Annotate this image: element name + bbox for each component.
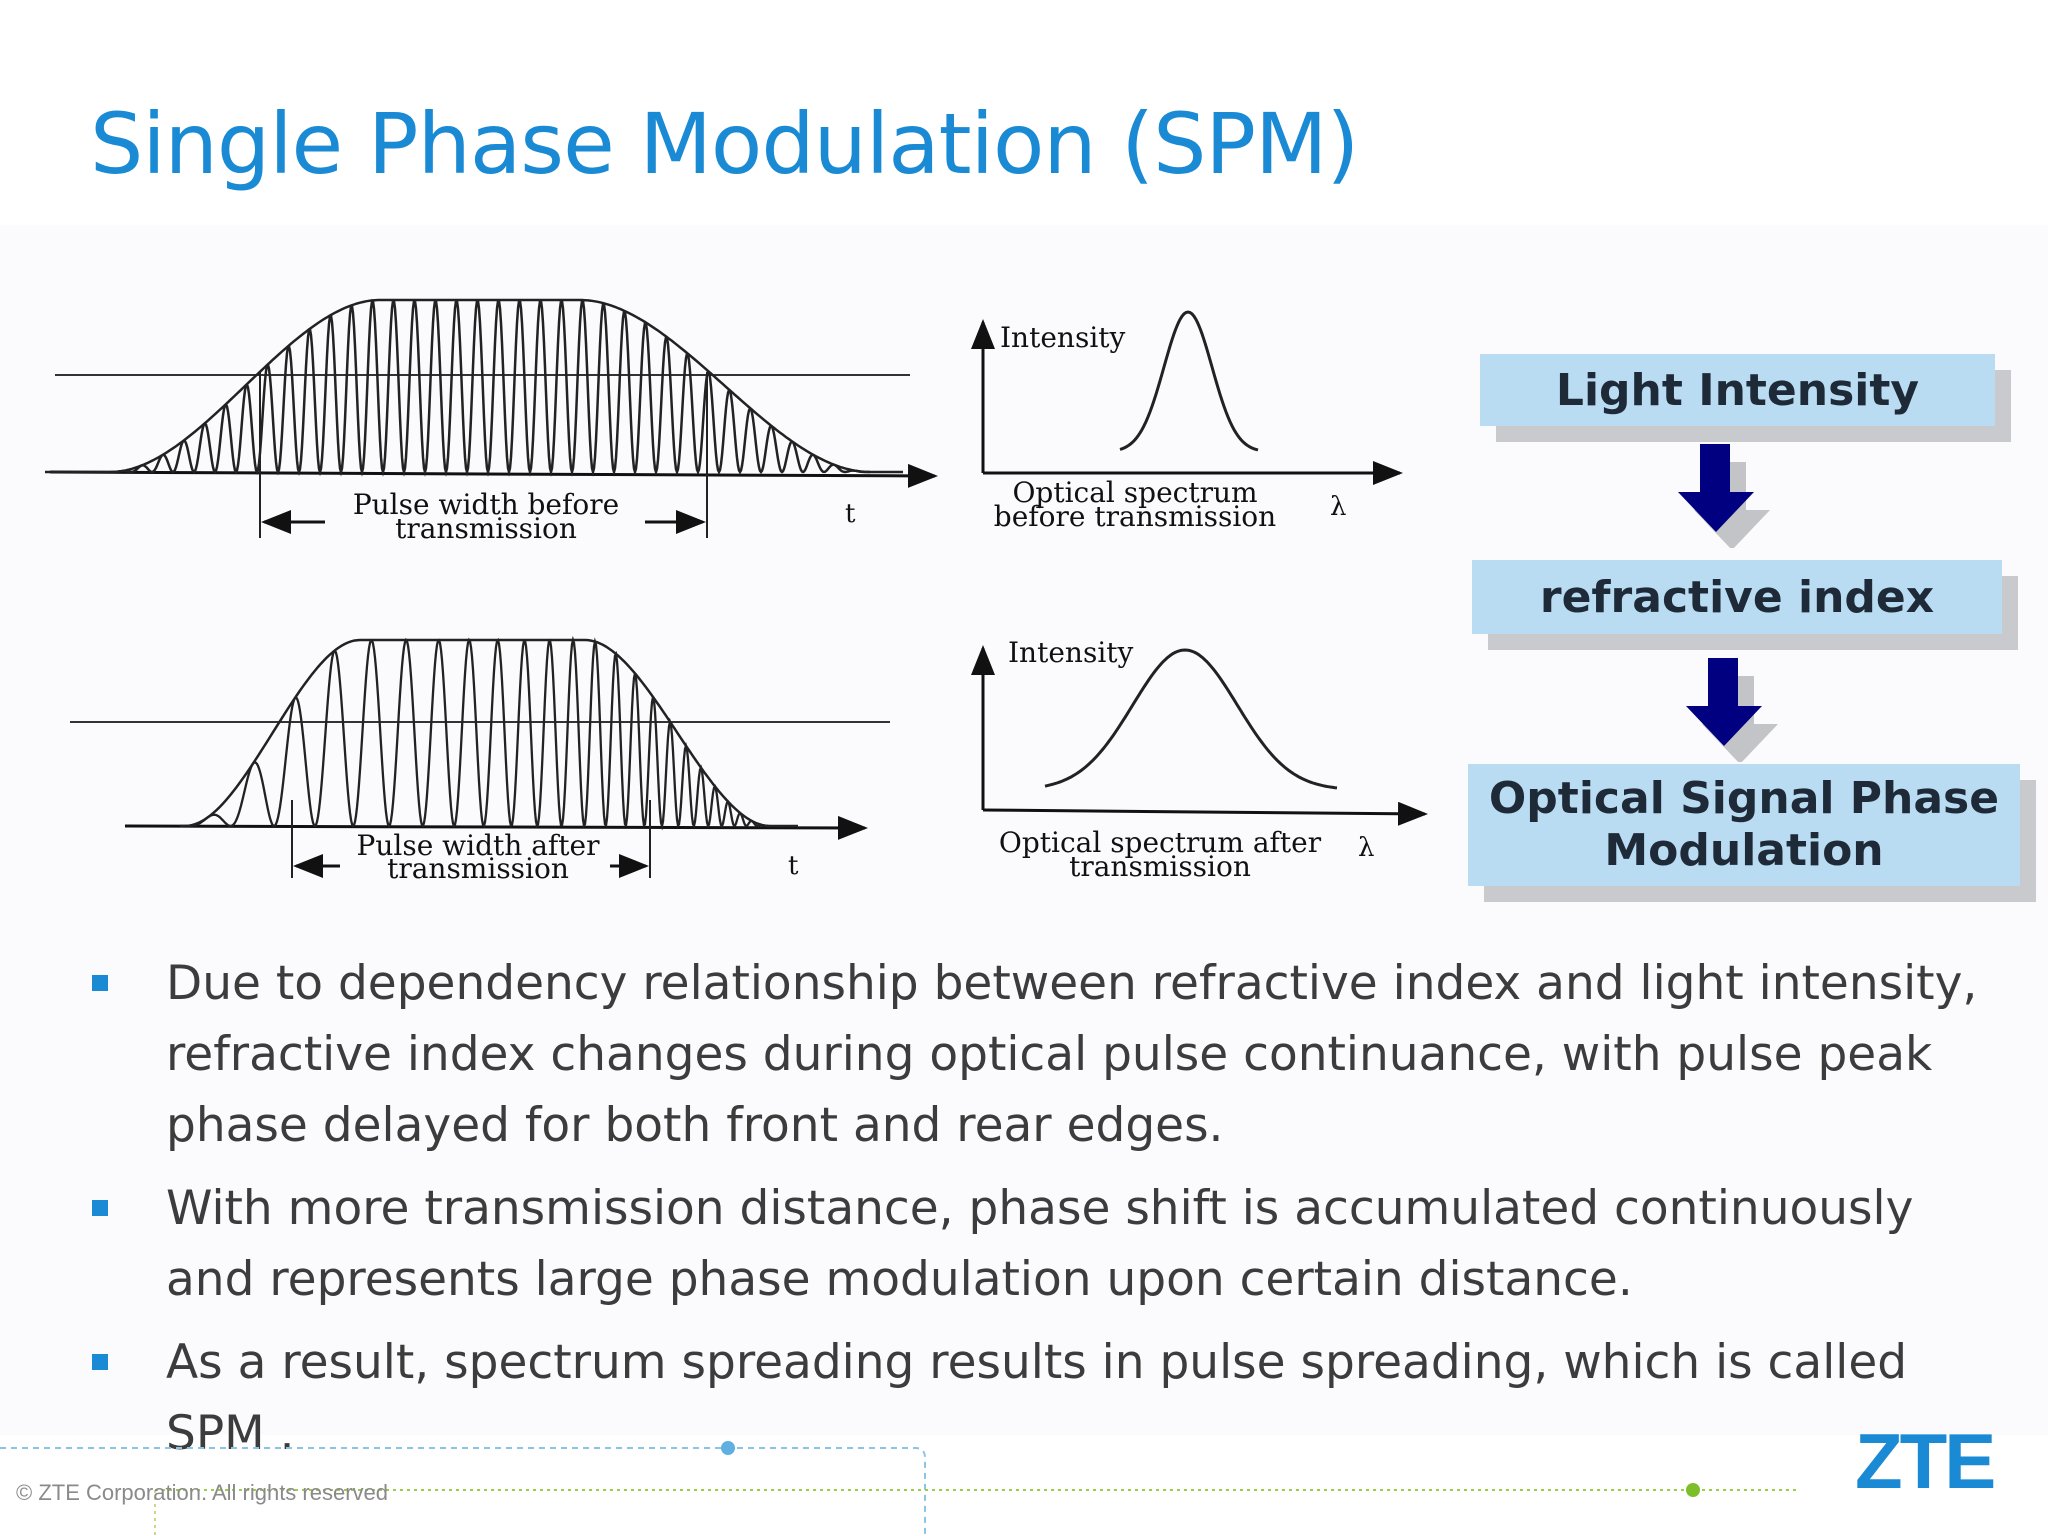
pulse-before-label-line1: Pulse width before [353, 488, 619, 521]
spectrum-before-plot: Intensity Optical spectrum before transm… [971, 310, 1403, 533]
bullet-text: Due to dependency relationship between r… [166, 956, 1978, 1153]
footer-decoration [0, 1441, 1800, 1536]
zte-logo: ZTE [1855, 1417, 1996, 1505]
spectrum-before-label-line2: before transmission [994, 500, 1276, 533]
down-arrow-icon [1686, 658, 1778, 762]
pulse-before-carrier-wave [110, 299, 870, 477]
spectrum-after-curve [1044, 648, 1338, 790]
bullet-list: Due to dependency relationship between r… [90, 948, 1990, 1481]
pulse-before-label-line2: transmission [395, 512, 577, 545]
pulse-after-time-axis [124, 815, 868, 840]
spectrum-before-curve [1119, 310, 1259, 452]
flow-box-line1: Optical Signal Phase [1488, 773, 2000, 824]
spectrum-after-x-axis [982, 801, 1428, 826]
pulse-after-label-line1: Pulse width after [357, 829, 601, 862]
flow-box-optical-signal-phase-modulation: Optical Signal Phase Modulation [1468, 764, 2020, 886]
slide-title: Single Phase Modulation (SPM) [90, 95, 1359, 193]
spectrum-after-label-line1: Optical spectrum after [999, 826, 1322, 859]
spm-diagram: Pulse width before transmission t Pulse … [45, 298, 1428, 885]
pulse-after-envelope [180, 638, 798, 828]
bullet-text: As a result, spectrum spreading results … [166, 1335, 1908, 1461]
spectrum-before-wavelength-label: λ [1330, 492, 1346, 522]
spectrum-before-intensity-label: Intensity [1000, 321, 1126, 354]
flow-box-light-intensity: Light Intensity [1480, 354, 1995, 426]
pulse-before-envelope [45, 298, 903, 474]
spectrum-after-wavelength-label: λ [1358, 833, 1374, 863]
pulse-after-time-axis-label: t [788, 851, 799, 881]
pulse-before-time-axis [49, 463, 938, 488]
pulse-after-carrier-wave [185, 635, 770, 831]
pulse-after-label-line2: transmission [387, 852, 569, 885]
bullet-item: Due to dependency relationship between r… [90, 948, 1990, 1161]
bullet-text: With more transmission distance, phase s… [166, 1181, 1914, 1307]
square-bullet-icon [92, 1200, 108, 1216]
spectrum-after-plot: Intensity Optical spectrum after transmi… [971, 636, 1428, 883]
spectrum-after-label-line2: transmission [1069, 850, 1251, 883]
spectrum-after-intensity-label: Intensity [1008, 636, 1134, 669]
pulse-before-time-axis-label: t [845, 499, 856, 529]
pulse-after-plot: Pulse width after transmission t [70, 635, 890, 885]
square-bullet-icon [92, 975, 108, 991]
bullet-item: With more transmission distance, phase s… [90, 1173, 1990, 1315]
bullet-item: As a result, spectrum spreading results … [90, 1327, 1990, 1469]
pulse-before-plot: Pulse width before transmission t [45, 298, 938, 545]
footer-copyright: © ZTE Corporation. All rights reserved [16, 1480, 389, 1505]
square-bullet-icon [92, 1354, 108, 1370]
spectrum-before-label-line1: Optical spectrum [1012, 476, 1257, 509]
flow-box-line2: Modulation [1604, 825, 1884, 876]
down-arrow-icon [1678, 444, 1770, 548]
flow-box-refractive-index: refractive index [1472, 560, 2002, 634]
